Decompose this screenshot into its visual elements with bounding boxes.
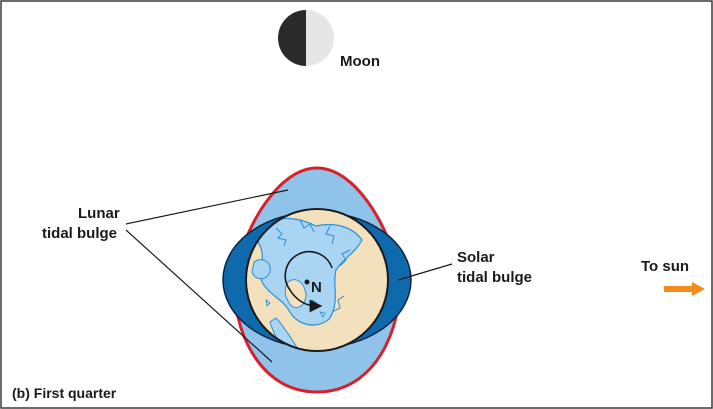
north-pole-label: N xyxy=(311,279,322,296)
moon-icon xyxy=(278,10,334,66)
coast-detail-north xyxy=(275,219,335,247)
lunar-bulge-label-line1: Lunar xyxy=(78,205,120,222)
arctic-ocean xyxy=(256,217,363,326)
coast-detail-east xyxy=(331,249,351,313)
lunar-leader-line-bottom xyxy=(125,229,273,363)
moon-light-half xyxy=(306,10,334,66)
earth-north-pole-view xyxy=(245,208,389,352)
solar-bulge-label-line1: Solar xyxy=(457,249,495,266)
hudson-bay xyxy=(251,259,271,280)
arrow-right-icon xyxy=(664,282,705,296)
counterclockwise-arrow-icon xyxy=(284,250,333,313)
moon-label: Moon xyxy=(340,53,380,70)
to-sun-label: To sun xyxy=(641,258,689,275)
lunar-leader-line-top xyxy=(125,189,289,225)
moon-dark-half xyxy=(278,10,306,66)
figure-caption: (b) First quarter xyxy=(12,385,117,401)
lunar-bulge-label-line2: tidal bulge xyxy=(42,225,117,242)
north-pole-dot xyxy=(304,279,310,285)
solar-leader-line xyxy=(397,263,453,281)
solar-bulge-label-line2: tidal bulge xyxy=(457,269,532,286)
